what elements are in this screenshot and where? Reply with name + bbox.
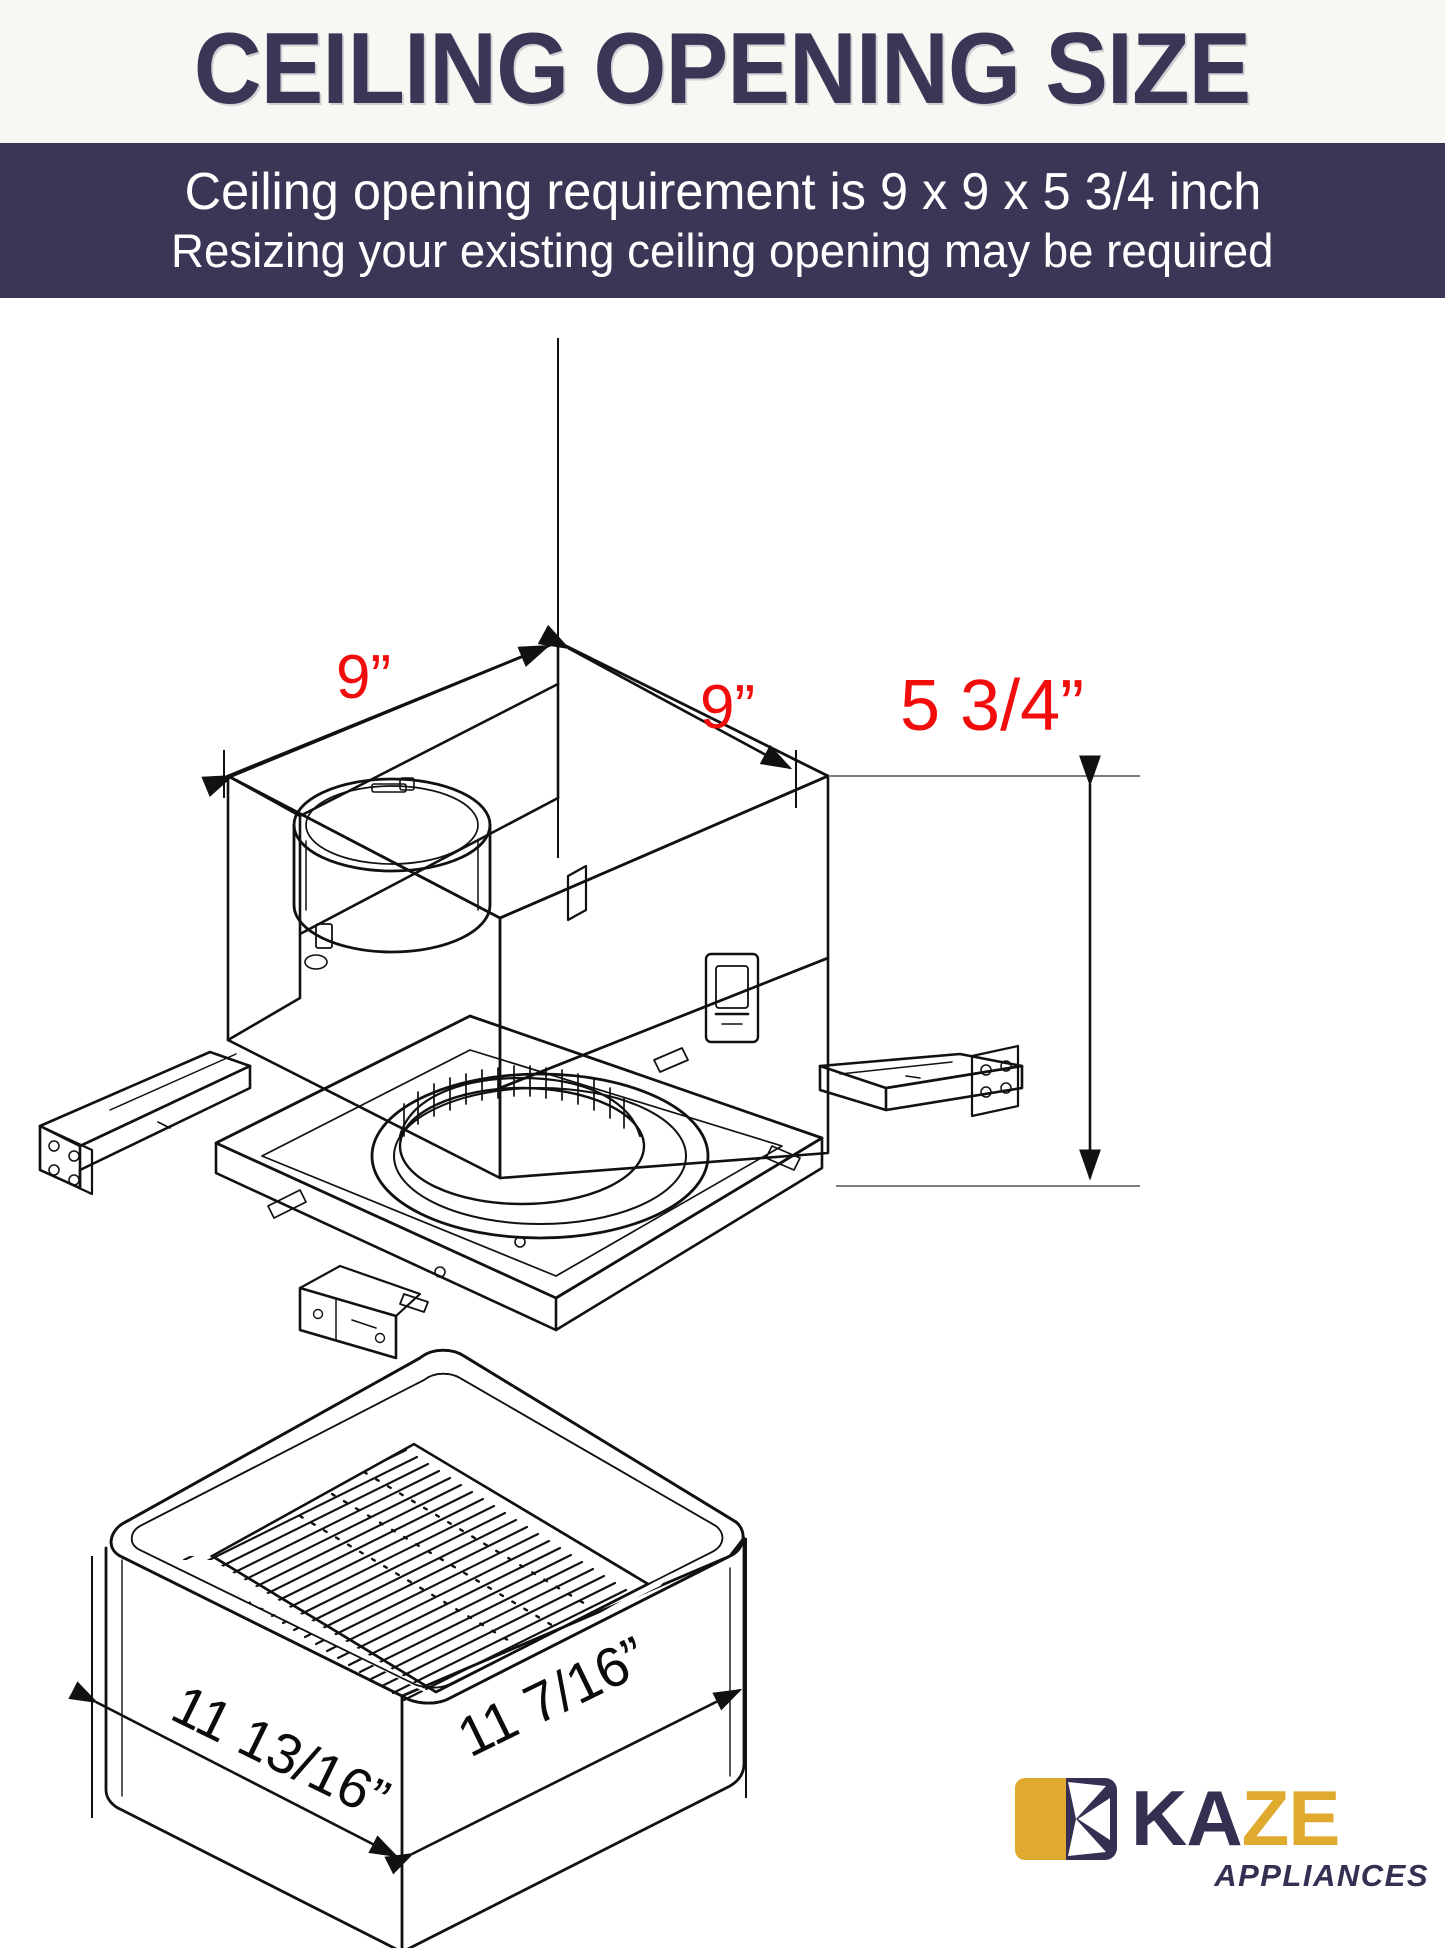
product-dimension-diagram: 9” 9” 5 3/4” 11 13/16” [0, 298, 1445, 1948]
header-title-band: CEILING OPENING SIZE [0, 0, 1445, 143]
logo-main-row: KAZE [1015, 1778, 1435, 1860]
kaze-fan-logo-icon [1015, 1778, 1117, 1860]
electrical-junction-box [704, 952, 760, 1044]
housing-side-latch [566, 864, 588, 922]
dimension-label-height: 5 3/4” [900, 666, 1084, 746]
dimension-label-grille-width: 11 13/16” [163, 1672, 400, 1831]
header-subtitle-band: Ceiling opening requirement is 9 x 9 x 5… [0, 143, 1445, 298]
logo-word-ka: KA [1131, 1774, 1243, 1863]
dimension-label-width-left: 9” [336, 643, 391, 712]
logo-mark-gold-block [1015, 1778, 1066, 1860]
logo-wordmark: KAZE [1131, 1779, 1340, 1857]
flange-tabs [399, 1047, 689, 1313]
logo-tagline: APPLIANCES [1214, 1858, 1429, 1893]
subtitle-line-1: Ceiling opening requirement is 9 x 9 x 5… [184, 163, 1261, 222]
housing-bottom-flange [214, 1014, 824, 1332]
fan-blades-icon [1068, 1782, 1110, 1856]
mounting-bracket-right [818, 1044, 1024, 1118]
dimension-line-width-right [537, 624, 797, 808]
blower-inlet-ring [370, 1065, 710, 1240]
mounting-bracket-front [298, 1264, 422, 1360]
brand-logo: KAZE APPLIANCES [1015, 1778, 1435, 1930]
page-title: CEILING OPENING SIZE [194, 13, 1251, 125]
dimension-line-width-left [201, 338, 559, 858]
dimension-label-width-right: 9” [700, 673, 755, 742]
dimension-line-height [830, 755, 1140, 1187]
subtitle-line-2: Resizing your existing ceiling opening m… [171, 224, 1274, 278]
mounting-bracket-left [38, 1050, 252, 1196]
logo-word-ze: ZE [1241, 1774, 1341, 1863]
diagram-svg: 9” 9” 5 3/4” 11 13/16” [38, 338, 1140, 1948]
dimension-line-grille-depth [384, 1538, 747, 1875]
duct-collar [292, 777, 492, 970]
